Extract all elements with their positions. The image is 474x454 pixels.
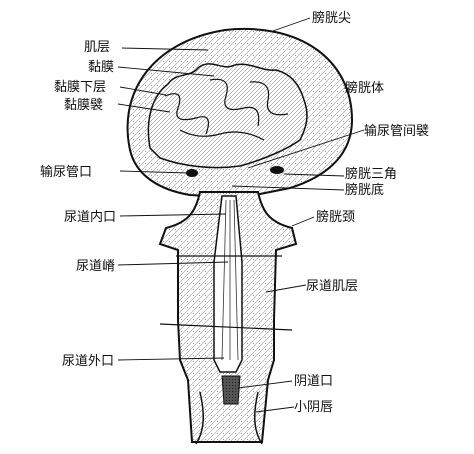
label-external-urethral-orifice: 尿道外口 <box>62 354 114 369</box>
label-interureteric-fold: 输尿管间襞 <box>364 123 429 139</box>
label-vaginal-orifice: 阴道口 <box>294 374 333 389</box>
label-labia-minora: 小阴唇 <box>294 400 333 415</box>
label-bladder-apex: 膀胱尖 <box>312 10 351 26</box>
label-muscle-layer: 肌层 <box>84 40 110 55</box>
section-line-lower <box>159 323 293 331</box>
label-internal-urethral-orifice: 尿道内口 <box>64 209 116 225</box>
label-bladder-fundus: 膀胱底 <box>345 182 384 198</box>
label-mucosal-folds: 黏膜襞 <box>64 97 103 113</box>
urethral-crest-lines <box>221 199 239 361</box>
label-bladder-body: 膀胱体 <box>345 80 384 96</box>
label-ureteral-orifice: 输尿管口 <box>40 164 92 180</box>
right-ureteral-orifice <box>270 166 284 174</box>
label-urethral-muscle: 尿道肌层 <box>306 279 358 294</box>
label-mucosa: 黏膜 <box>88 59 114 75</box>
labia-minora <box>195 391 263 445</box>
label-bladder-neck: 膀胱颈 <box>316 209 355 225</box>
bladder-lumen <box>147 63 308 169</box>
left-ureteral-orifice <box>186 169 198 177</box>
label-urethral-crest: 尿道嵴 <box>76 259 115 274</box>
vaginal-orifice <box>221 375 241 405</box>
label-submucosa: 黏膜下层 <box>54 79 106 95</box>
leader-lines <box>117 17 365 413</box>
label-trigone: 膀胱三角 <box>345 166 397 182</box>
mucosal-fold-lines <box>164 78 289 141</box>
